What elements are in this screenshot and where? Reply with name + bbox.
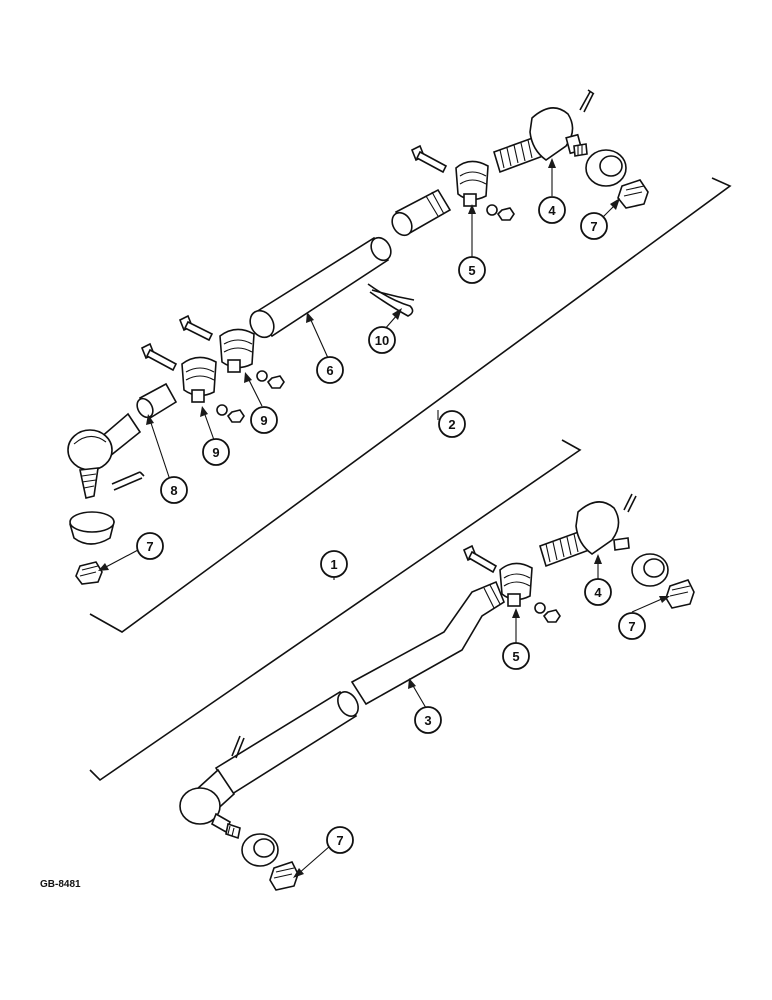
callout-leaders (98, 158, 670, 878)
tie-rod-end-4-upper (493, 107, 588, 174)
cotter-pin (231, 735, 245, 759)
callout-3: 3 (414, 706, 442, 734)
callout-label: 8 (170, 483, 177, 498)
clamp-bolt-upper (410, 144, 448, 174)
short-tube-8 (136, 382, 178, 420)
callout-label: 7 (146, 539, 153, 554)
dust-seal-lower-right (631, 553, 669, 587)
clamp-bolt-lower (462, 544, 498, 574)
assembly-1-bracket (89, 439, 582, 782)
cotter-pin (111, 471, 145, 491)
callout-5-upper: 5 (458, 256, 486, 284)
tube-sleeve-upper (391, 188, 452, 237)
callout-9-left: 9 (202, 438, 230, 466)
callout-label: 10 (375, 333, 389, 348)
callout-label: 2 (448, 417, 455, 432)
callout-label: 5 (468, 263, 475, 278)
clamp-nut-washer-upper (486, 204, 515, 221)
drawing-reference: GB-8481 (40, 879, 81, 890)
tube-tapered-upper (350, 580, 505, 706)
callout-label: 7 (590, 219, 597, 234)
castle-nut-7-lower-right (665, 579, 695, 609)
callout-2: 2 (438, 410, 466, 438)
callout-9-right: 9 (250, 406, 278, 434)
castle-nut-7-left (75, 561, 103, 585)
clamp-5-upper (455, 160, 489, 207)
castle-nut-7-upper (617, 179, 649, 209)
callout-label: 7 (628, 619, 635, 634)
callout-7-upper: 7 (580, 212, 608, 240)
callout-label: 4 (548, 203, 556, 218)
clamp-bolt-9-left (140, 342, 178, 372)
clamp-9-left (181, 356, 217, 403)
callout-label: 1 (330, 557, 337, 572)
callout-7-lower-left: 7 (326, 826, 354, 854)
callout-label: 5 (512, 649, 519, 664)
tube-6 (249, 236, 392, 339)
tie-rod-end-lower-left (179, 768, 241, 840)
cotter-pin (623, 493, 637, 513)
assembly-2-bracket (89, 177, 732, 633)
tie-rod-end-left (67, 412, 142, 499)
dust-seal-upper (585, 149, 627, 187)
castle-nut-7-lower-left (269, 861, 299, 891)
callout-4-lower: 4 (584, 578, 612, 606)
cotter-pin (579, 89, 595, 113)
callouts: 4 7 5 10 6 9 9 2 (136, 196, 646, 854)
callout-8: 8 (160, 476, 188, 504)
callout-label: 7 (336, 833, 343, 848)
callout-label: 6 (326, 363, 333, 378)
dust-seal-left (69, 511, 115, 545)
spring-clip-10 (367, 283, 415, 317)
callout-5-lower: 5 (502, 642, 530, 670)
callout-1: 1 (320, 550, 348, 578)
clamp-nut-washer-9 (216, 370, 285, 423)
callout-label: 3 (424, 713, 431, 728)
assembly-1 (89, 439, 695, 891)
callout-4-upper: 4 (538, 196, 566, 224)
clamp-5-lower (499, 562, 533, 607)
callout-7-lower-right: 7 (618, 612, 646, 640)
callout-label: 9 (212, 445, 219, 460)
dust-seal-lower-left (241, 833, 279, 867)
callout-label: 9 (260, 413, 267, 428)
tie-rod-end-4-lower (539, 501, 630, 568)
callout-10: 10 (368, 326, 396, 354)
clamp-nut-washer-lower (534, 602, 561, 623)
callout-6: 6 (316, 356, 344, 384)
clamp-bolt-9-right (178, 314, 214, 342)
clamp-9-right (219, 328, 255, 373)
assembly-2 (67, 89, 732, 633)
callout-label: 4 (594, 585, 602, 600)
callout-7-left: 7 (136, 532, 164, 560)
